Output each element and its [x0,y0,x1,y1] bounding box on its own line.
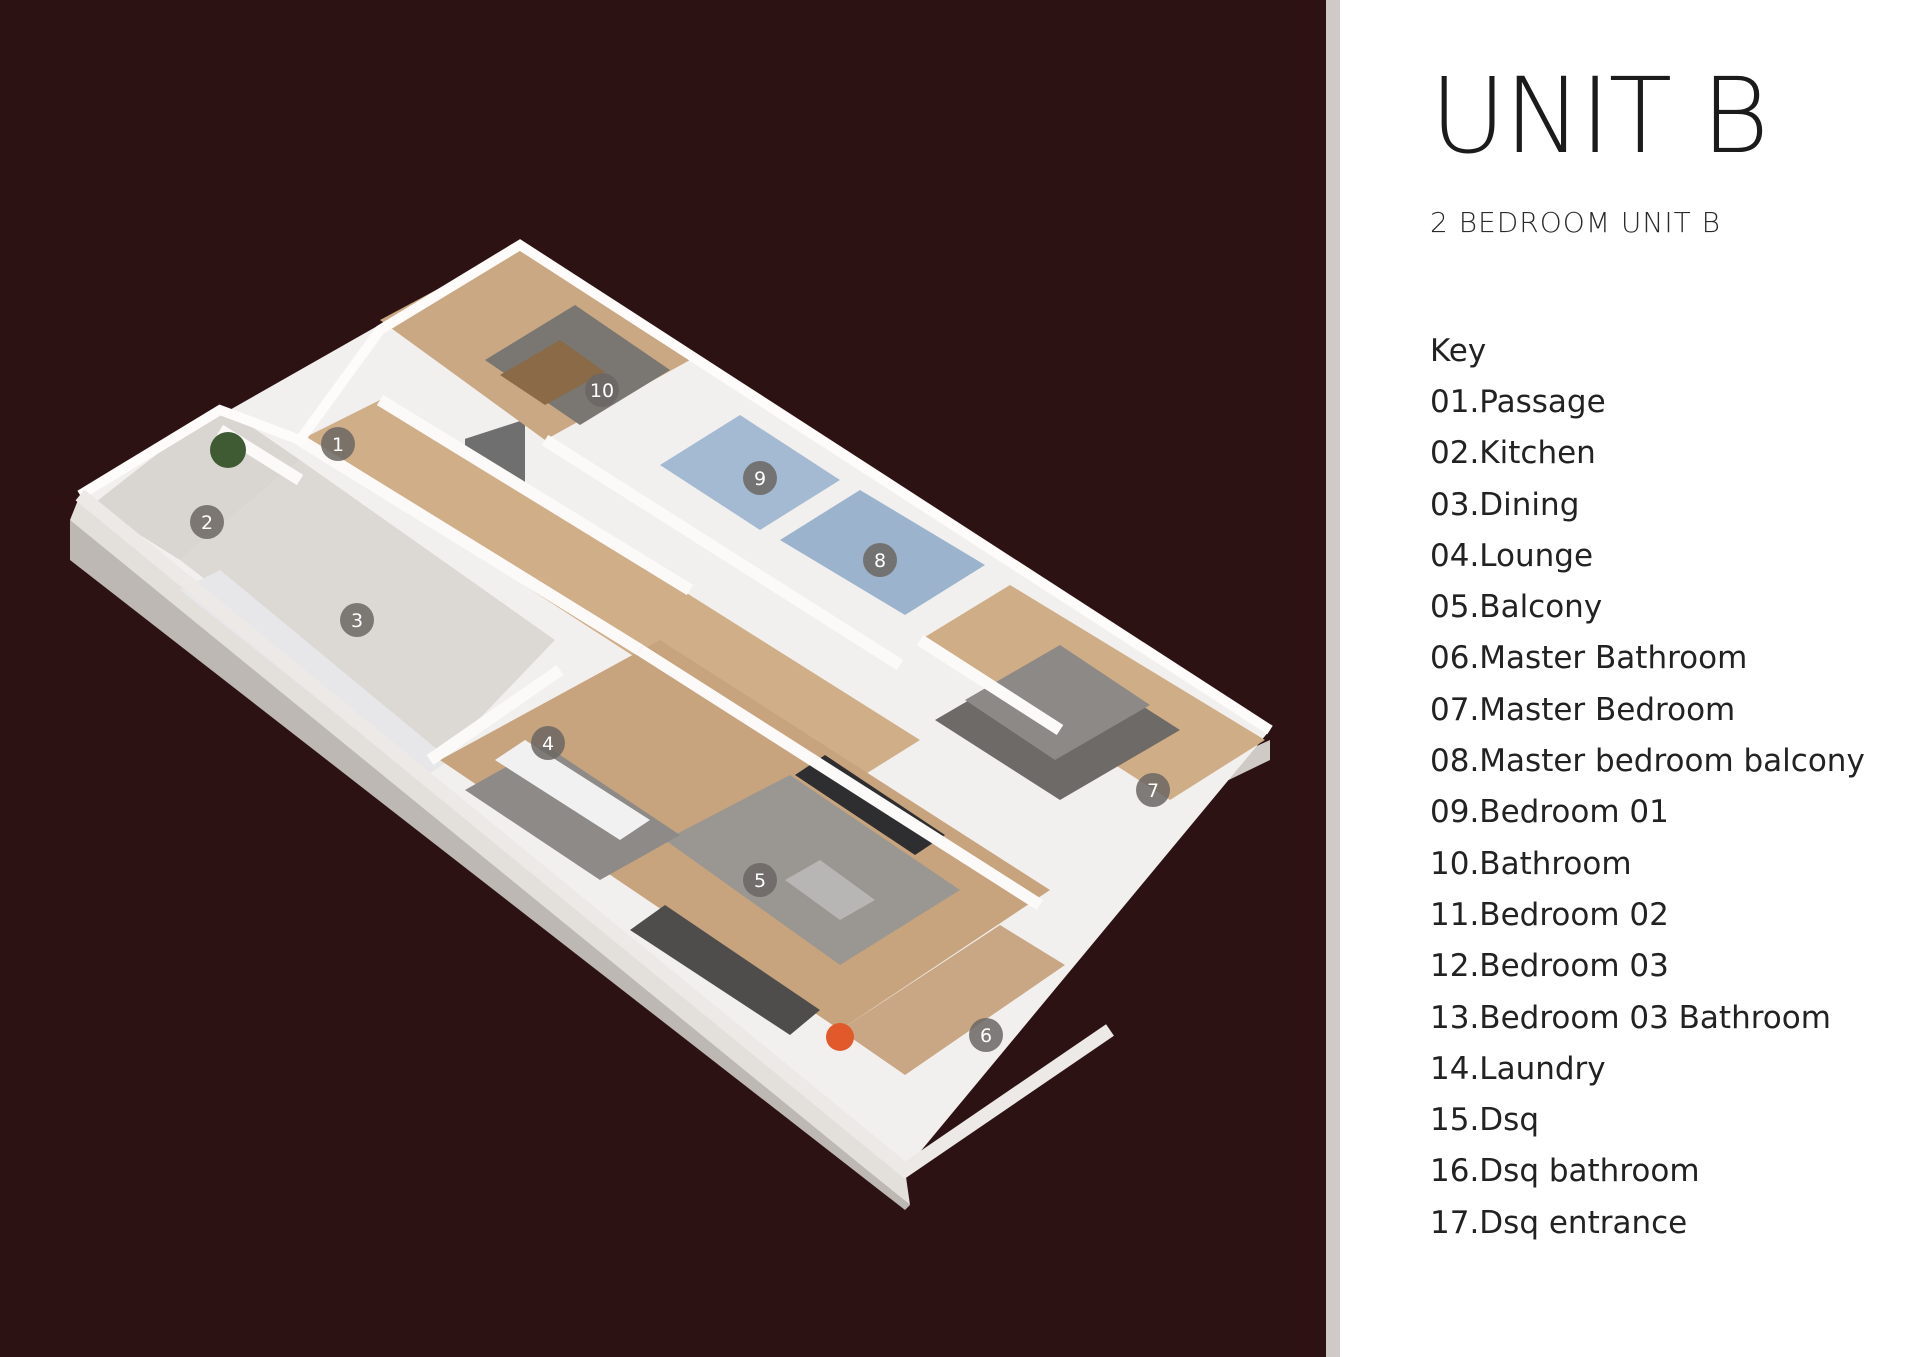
key-heading: Key [1430,333,1487,369]
room-marker-7: 7 [1136,773,1170,807]
svg-text:4: 4 [542,733,554,755]
svg-text:1: 1 [332,434,344,456]
panel-divider [1326,0,1340,1357]
room-marker-4: 4 [531,726,565,760]
key-item: 02.Kitchen [1430,435,1596,472]
key-item: 17.Dsq entrance [1430,1204,1688,1241]
svg-text:9: 9 [754,468,766,490]
key-item: 04.Lounge [1430,537,1594,574]
room-markers: 1 2 3 4 5 [190,373,1170,1052]
svg-text:2: 2 [201,512,213,534]
info-panel: UNIT B 2 BEDROOM UNIT B Key 01.Passage 0… [1340,0,1920,1357]
key-item: 16.Dsq bathroom [1430,1153,1700,1190]
room-marker-2: 2 [190,505,224,539]
plan-outer-wall-front [70,520,910,1210]
plan-outer-wall-top [77,239,1273,735]
room-marker-5: 5 [743,863,777,897]
key-item: 11.Bedroom 02 [1430,896,1669,933]
lounge-coffee-table [785,860,875,920]
unit-title: UNIT B [1430,55,1769,177]
plan-outer-wall-left [70,495,910,1205]
svg-text:8: 8 [874,550,886,572]
tv-unit [795,755,945,855]
floor-plan-render: 1 2 3 4 5 [70,239,1273,1210]
key-item: 03.Dining [1430,486,1580,523]
plant [210,432,246,468]
interior-walls [216,394,1064,911]
key-item: 15.Dsq [1430,1102,1539,1139]
bed-top-throw [500,340,605,405]
svg-text:5: 5 [754,870,766,892]
svg-text:3: 3 [351,610,363,632]
key-item: 07.Master Bedroom [1430,691,1736,728]
dining-rug [465,745,680,880]
floor-plan-panel: 1 2 3 4 5 [70,239,1273,1210]
key-item: 01.Passage [1430,384,1606,420]
room-marker-3: 3 [340,603,374,637]
lounge-sofa [630,905,820,1035]
room-key: Key 01.Passage 02.Kitchen 03.Dining 04.L… [1430,326,1865,1249]
dining-table [495,740,650,840]
key-item: 09.Bedroom 01 [1430,794,1669,831]
svg-text:7: 7 [1147,780,1159,802]
svg-text:6: 6 [980,1025,992,1047]
key-item: 06.Master Bathroom [1430,640,1748,677]
plan-outer-wall-bottom [75,489,1114,1179]
kitchen-counter [180,570,450,780]
unit-subtitle: 2 BEDROOM UNIT B [1430,206,1721,239]
master-bed [965,645,1150,760]
room-marker-8: 8 [863,543,897,577]
key-item: 12.Bedroom 03 [1430,948,1669,985]
key-item: 14.Laundry [1430,1050,1606,1087]
key-item: 10.Bathroom [1430,845,1632,882]
room-marker-10: 10 [585,373,619,407]
key-item: 08.Master bedroom balcony [1430,743,1865,780]
room-marker-6: 6 [969,1018,1003,1052]
key-item: 13.Bedroom 03 Bathroom [1430,999,1831,1036]
room-marker-1: 1 [321,427,355,461]
key-item: 05.Balcony [1430,589,1603,626]
room-lounge-balcony [840,925,1065,1075]
svg-text:10: 10 [590,380,614,402]
room-marker-9: 9 [743,461,777,495]
lamp [826,1023,854,1051]
room-passage [300,400,920,790]
